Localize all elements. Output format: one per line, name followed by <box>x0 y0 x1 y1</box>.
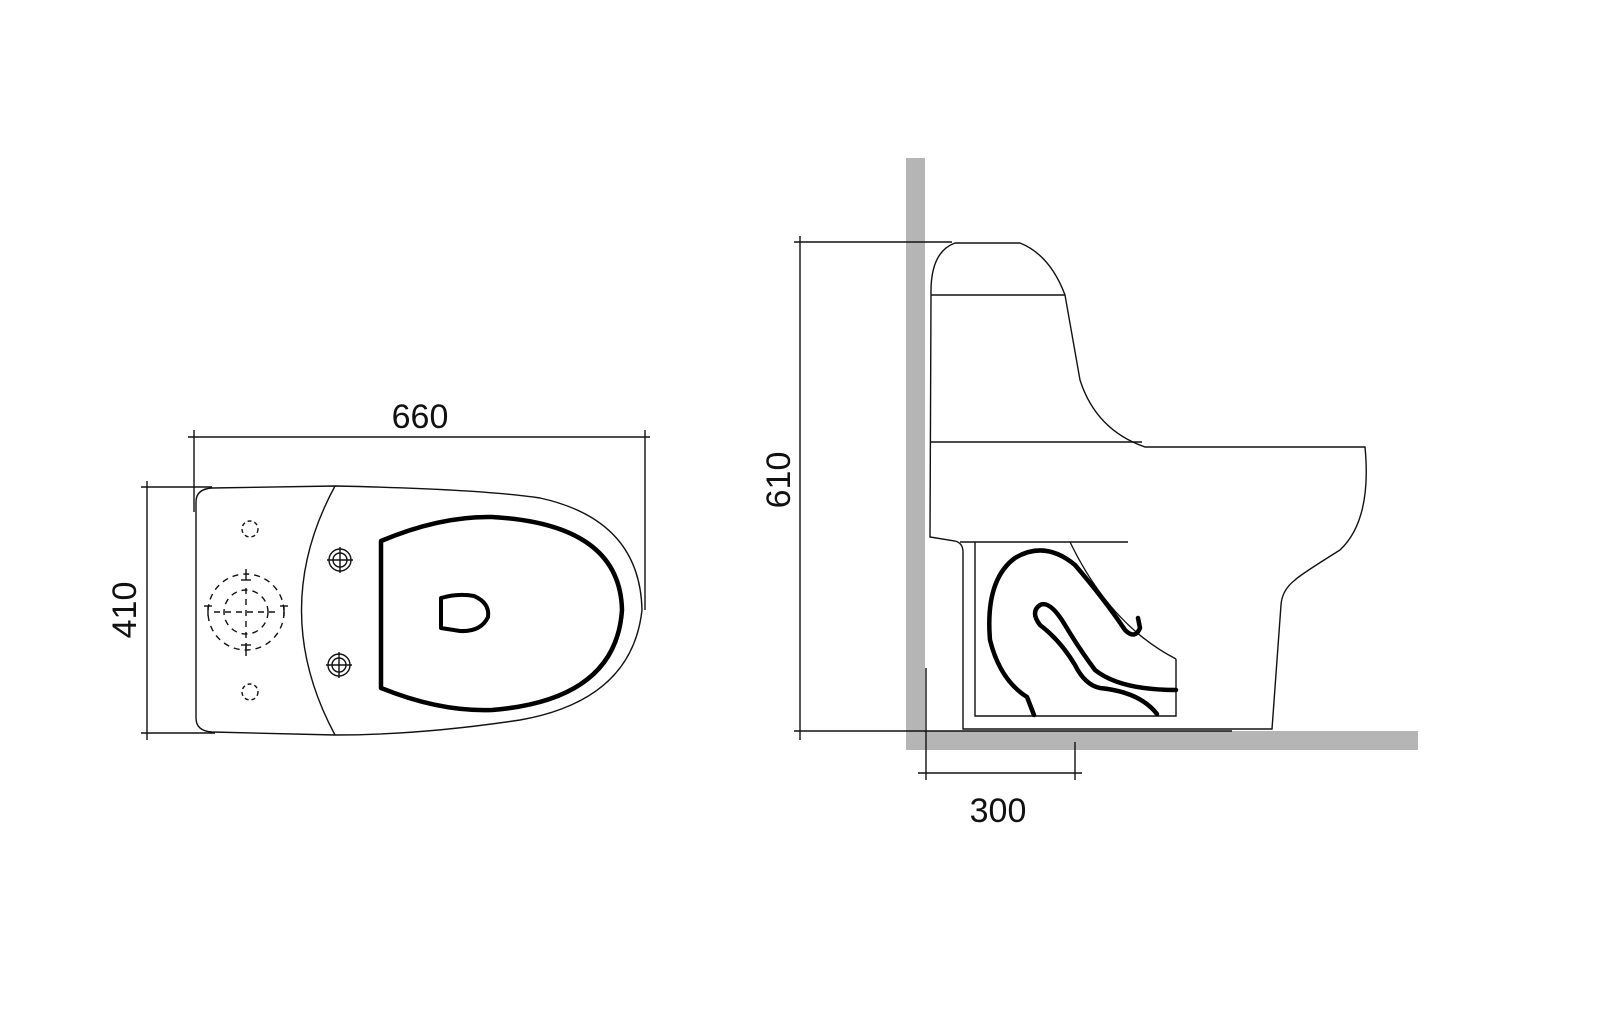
trapway-inner <box>1032 601 1179 717</box>
top-view: 660 410 <box>106 398 650 740</box>
rough-in-label: 300 <box>970 792 1027 830</box>
height-label: 610 <box>760 452 798 509</box>
mount-hole-icon <box>241 683 259 701</box>
side-view: 610 300 <box>760 158 1418 830</box>
floor <box>906 731 1418 750</box>
dimension-660: 660 <box>188 398 650 610</box>
dimension-410: 410 <box>106 481 215 740</box>
length-label: 660 <box>392 398 449 436</box>
seat-bolt-icon <box>327 547 353 573</box>
trapway-outer <box>987 548 1143 718</box>
seat-bolt-icon <box>326 652 352 678</box>
dimension-300: 300 <box>918 668 1082 830</box>
seat-outline <box>378 514 625 713</box>
bowl-curve <box>1069 541 1177 660</box>
mount-hole-icon <box>241 520 259 538</box>
toilet-outline-side <box>929 242 1367 730</box>
flush-valve-icon <box>204 569 288 656</box>
trapway-box <box>974 542 1177 717</box>
wall <box>906 158 925 750</box>
bowl-opening <box>439 592 491 634</box>
width-label: 410 <box>106 582 144 639</box>
dimension-610: 610 <box>760 236 1232 740</box>
toilet-outline-top <box>195 485 643 736</box>
tank-divider-arc <box>300 485 336 736</box>
